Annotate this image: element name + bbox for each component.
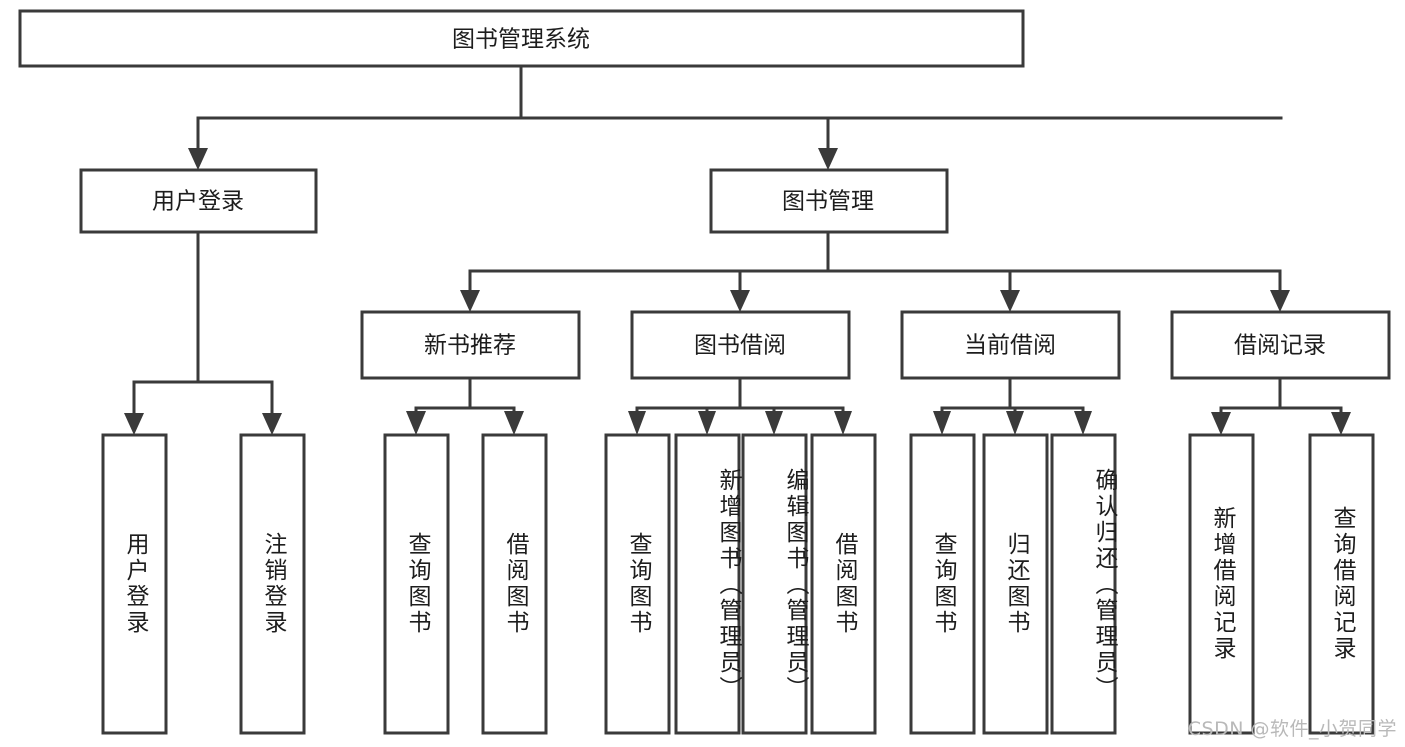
- node-book-management-label: 图书管理: [782, 189, 874, 215]
- node-root-label: 图书管理系统: [452, 27, 590, 53]
- connector-currentborrow-to-leaves: [933, 376, 1092, 435]
- node-root[interactable]: [18, 9, 1025, 68]
- node-leaf-edit-book-admin[interactable]: [741, 433, 808, 735]
- node-borrow-records[interactable]: [1170, 310, 1391, 380]
- connector-userlogin-to-leaves: [124, 230, 282, 435]
- node-user-login-label: 用户登录: [152, 189, 244, 215]
- node-borrow-records-label: 借阅记录: [1234, 333, 1326, 359]
- node-leaf-return-book[interactable]: [982, 433, 1049, 735]
- connector-borrowrecords-to-leaves: [1211, 376, 1351, 435]
- node-leaf-user-login[interactable]: [101, 433, 168, 735]
- node-new-book-recommend[interactable]: [360, 310, 581, 380]
- node-leaf-query-book-3[interactable]: [909, 433, 976, 735]
- connector-bookmgmt-to-level3: [460, 230, 1290, 312]
- node-leaf-query-borrow-record[interactable]: [1308, 433, 1375, 735]
- connector-bookborrow-to-leaves: [628, 376, 852, 435]
- node-new-book-recommend-label: 新书推荐: [424, 333, 516, 359]
- node-leaf-borrow-book-2[interactable]: [810, 433, 877, 735]
- connector-newbook-to-leaves: [406, 376, 524, 435]
- connector-root-to-level2: [188, 64, 1283, 170]
- node-book-management[interactable]: [709, 168, 949, 234]
- node-leaf-confirm-return-admin[interactable]: [1050, 433, 1117, 735]
- node-leaf-query-book-2[interactable]: [604, 433, 671, 735]
- node-current-borrow[interactable]: [900, 310, 1121, 380]
- node-leaf-user-logout[interactable]: [239, 433, 306, 735]
- node-user-login[interactable]: [79, 168, 318, 234]
- watermark-text: CSDN @软件_小贺同学: [1187, 718, 1397, 740]
- node-book-borrow-label: 图书借阅: [694, 333, 786, 359]
- node-leaf-add-borrow-record[interactable]: [1188, 433, 1255, 735]
- node-current-borrow-label: 当前借阅: [964, 333, 1056, 359]
- node-book-borrow[interactable]: [630, 310, 851, 380]
- node-leaf-borrow-book-1[interactable]: [481, 433, 548, 735]
- node-leaf-add-book-admin[interactable]: [674, 433, 741, 735]
- node-leaf-query-book-1[interactable]: [383, 433, 450, 735]
